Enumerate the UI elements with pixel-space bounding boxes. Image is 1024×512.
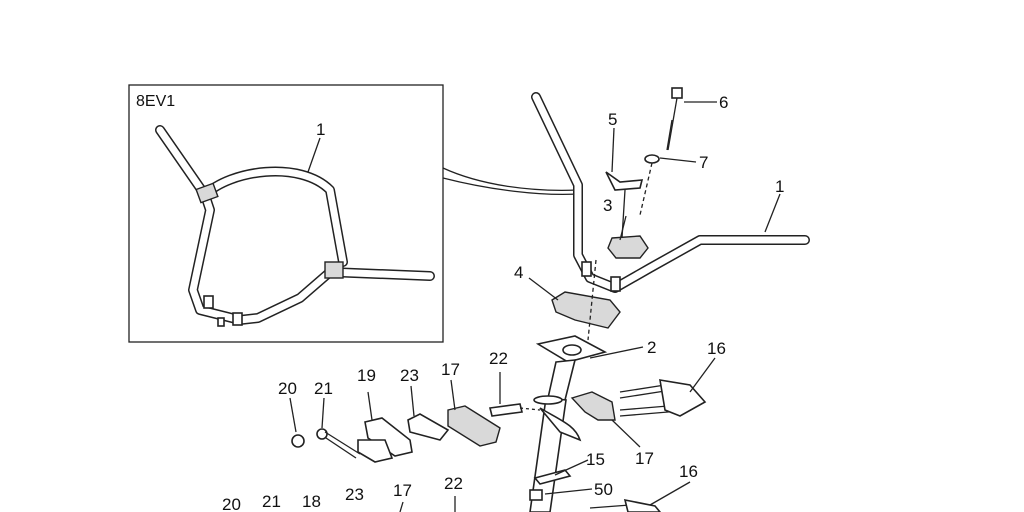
callout-17-upper: 17 xyxy=(441,360,460,379)
callout-16-upper: 16 xyxy=(707,339,726,358)
bolt-set-upper xyxy=(619,379,707,417)
callout-50: 50 xyxy=(594,480,613,499)
lower-holder xyxy=(551,291,621,329)
callout-6: 6 xyxy=(719,93,728,112)
cable-guide xyxy=(533,469,572,485)
callout-22-upper: 22 xyxy=(489,349,508,368)
callout-2: 2 xyxy=(647,338,656,357)
inset-panel: 8EV1 1 xyxy=(128,84,444,343)
callout-20-upper: 20 xyxy=(278,379,297,398)
callout-21-lower: 21 xyxy=(262,492,281,511)
callout-18: 18 xyxy=(302,492,321,511)
upper-holder xyxy=(607,235,649,259)
callout-16-lower: 16 xyxy=(679,462,698,481)
collar-right xyxy=(570,391,616,421)
callout-1: 1 xyxy=(775,177,784,196)
callout-17-right: 17 xyxy=(635,449,654,468)
callout-5: 5 xyxy=(608,110,617,129)
callout-19: 19 xyxy=(357,366,376,385)
leader-lines xyxy=(289,101,781,512)
washer xyxy=(644,154,660,164)
inset-pointer xyxy=(442,167,579,195)
callout-20-lower: 20 xyxy=(222,495,241,512)
inset-model-label: 8EV1 xyxy=(136,93,175,110)
bolt-set-lower xyxy=(589,498,662,512)
nut xyxy=(529,489,543,501)
left-hardware-row xyxy=(291,403,541,463)
inset-callout-1: 1 xyxy=(316,120,325,139)
inset-leader xyxy=(307,137,321,173)
callout-4: 4 xyxy=(514,263,523,282)
inset-frame xyxy=(128,84,444,343)
callout-17-lower: 17 xyxy=(393,481,412,500)
callout-labels: 6 5 7 1 3 4 2 16 17 15 50 16 20 21 19 23… xyxy=(222,93,784,512)
washer-axis xyxy=(639,162,653,216)
callout-22-lower: 22 xyxy=(444,474,463,493)
callout-23-upper: 23 xyxy=(400,366,419,385)
callout-3: 3 xyxy=(603,196,612,215)
bolt xyxy=(666,87,683,151)
callout-23-lower: 23 xyxy=(345,485,364,504)
main-handlebar xyxy=(531,92,810,293)
inset-handlebar xyxy=(155,125,435,327)
callout-21-upper: 21 xyxy=(314,379,333,398)
bracket xyxy=(605,171,644,191)
callout-7: 7 xyxy=(699,153,708,172)
callout-15: 15 xyxy=(586,450,605,469)
